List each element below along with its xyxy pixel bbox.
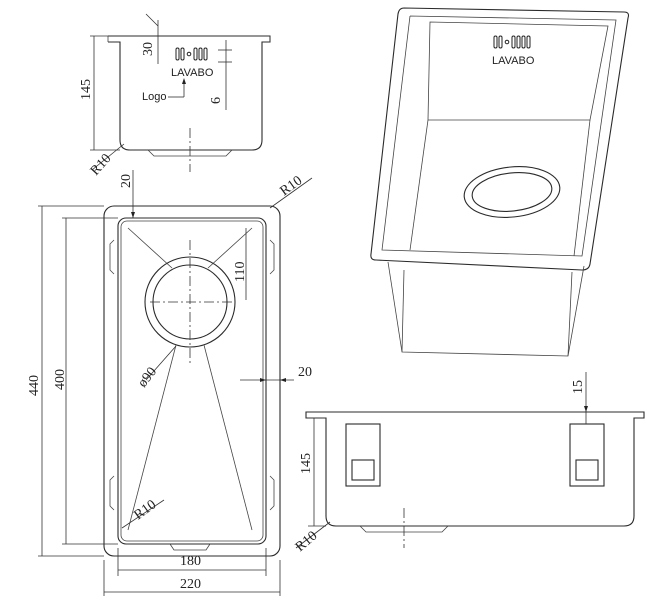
dim-side-height: 145 bbox=[299, 453, 314, 474]
dim-inner-width: 180 bbox=[180, 554, 201, 569]
slot-logo-icon bbox=[493, 35, 531, 49]
isometric-view: LAVABO bbox=[370, 7, 630, 357]
dim-clip-offset: 15 bbox=[571, 380, 586, 394]
dim-top-height: 145 bbox=[79, 79, 94, 100]
mounting-clip-icon bbox=[569, 423, 605, 487]
dim-side-offset: 20 bbox=[298, 365, 312, 380]
slot-logo-icon bbox=[175, 47, 208, 61]
dim-logo-offset: 30 bbox=[141, 42, 156, 56]
side-view: 145 15 R10 bbox=[293, 372, 645, 555]
logo-label: Logo bbox=[142, 91, 166, 103]
dim-outer-length: 440 bbox=[27, 375, 42, 396]
dim-drain-offset: 110 bbox=[233, 262, 248, 282]
dim-plan-top-offset: 20 bbox=[119, 174, 134, 188]
dim-logo-height: 6 bbox=[209, 97, 224, 104]
dim-inner-length: 400 bbox=[53, 369, 68, 390]
dim-plan-corner-radius: R10 bbox=[278, 173, 306, 199]
mounting-clip-icon bbox=[345, 423, 381, 487]
dim-outer-width: 220 bbox=[180, 577, 201, 592]
brand-label-front: LAVABO bbox=[171, 67, 214, 79]
plan-view: 20 R10 110 440 400 20 ø90 R10 180 220 bbox=[27, 170, 313, 596]
brand-label-iso: LAVABO bbox=[492, 55, 535, 67]
front-view: LAVABO Logo 145 30 6 R10 bbox=[79, 13, 271, 179]
